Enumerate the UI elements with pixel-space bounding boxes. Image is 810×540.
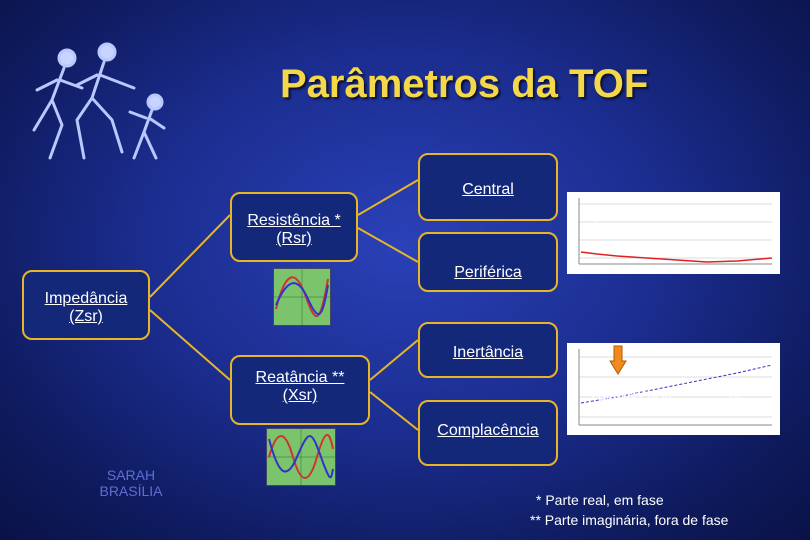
- brasilia-line: BRASÍLIA: [88, 483, 174, 499]
- resistance-wave-thumbnail: [273, 268, 331, 326]
- top-panel-left-label: periférica: [594, 208, 652, 224]
- central-box: Central: [418, 153, 558, 221]
- impedancia-box: Impedância (Zsr): [22, 270, 150, 340]
- footnote-real-part: * Parte real, em fase: [530, 490, 728, 510]
- sarah-line: SARAH: [88, 467, 174, 483]
- resistencia-box: Resistência * (Rsr): [230, 192, 358, 262]
- top-panel-right-label: central: [713, 208, 755, 224]
- reactance-wave-thumbnail: [266, 428, 336, 486]
- resistance-plot-panel: [567, 192, 780, 274]
- inertancia-box: Inertância: [418, 322, 558, 378]
- impedancia-symbol: (Zsr): [69, 308, 103, 325]
- resistencia-label: Resistência *: [247, 212, 340, 229]
- bottom-panel-right-label: inertância: [708, 393, 764, 408]
- impedancia-label: Impedância: [45, 290, 128, 307]
- complacencia-box: Complacência: [418, 400, 558, 466]
- periferica-label: Periférica: [454, 264, 522, 281]
- inertancia-label: Inertância: [453, 344, 523, 361]
- periferica-box: Periférica: [418, 232, 558, 292]
- reatancia-label: Reatância **: [256, 369, 345, 386]
- reatancia-box: Reatância ** (Xsr): [230, 355, 370, 425]
- bottom-panel-left-label: complacência: [592, 388, 672, 403]
- complacencia-label: Complacência: [437, 422, 538, 439]
- resistencia-symbol: (Rsr): [276, 230, 312, 247]
- footnotes: * Parte real, em fase ** Parte imaginári…: [530, 490, 728, 530]
- down-arrow-icon: [609, 345, 627, 375]
- reatancia-symbol: (Xsr): [283, 387, 318, 404]
- footnote-imaginary-part: ** Parte imaginária, fora de fase: [530, 510, 728, 530]
- sarah-brasilia-logo-text: SARAH BRASÍLIA: [88, 467, 174, 499]
- central-label: Central: [462, 181, 514, 198]
